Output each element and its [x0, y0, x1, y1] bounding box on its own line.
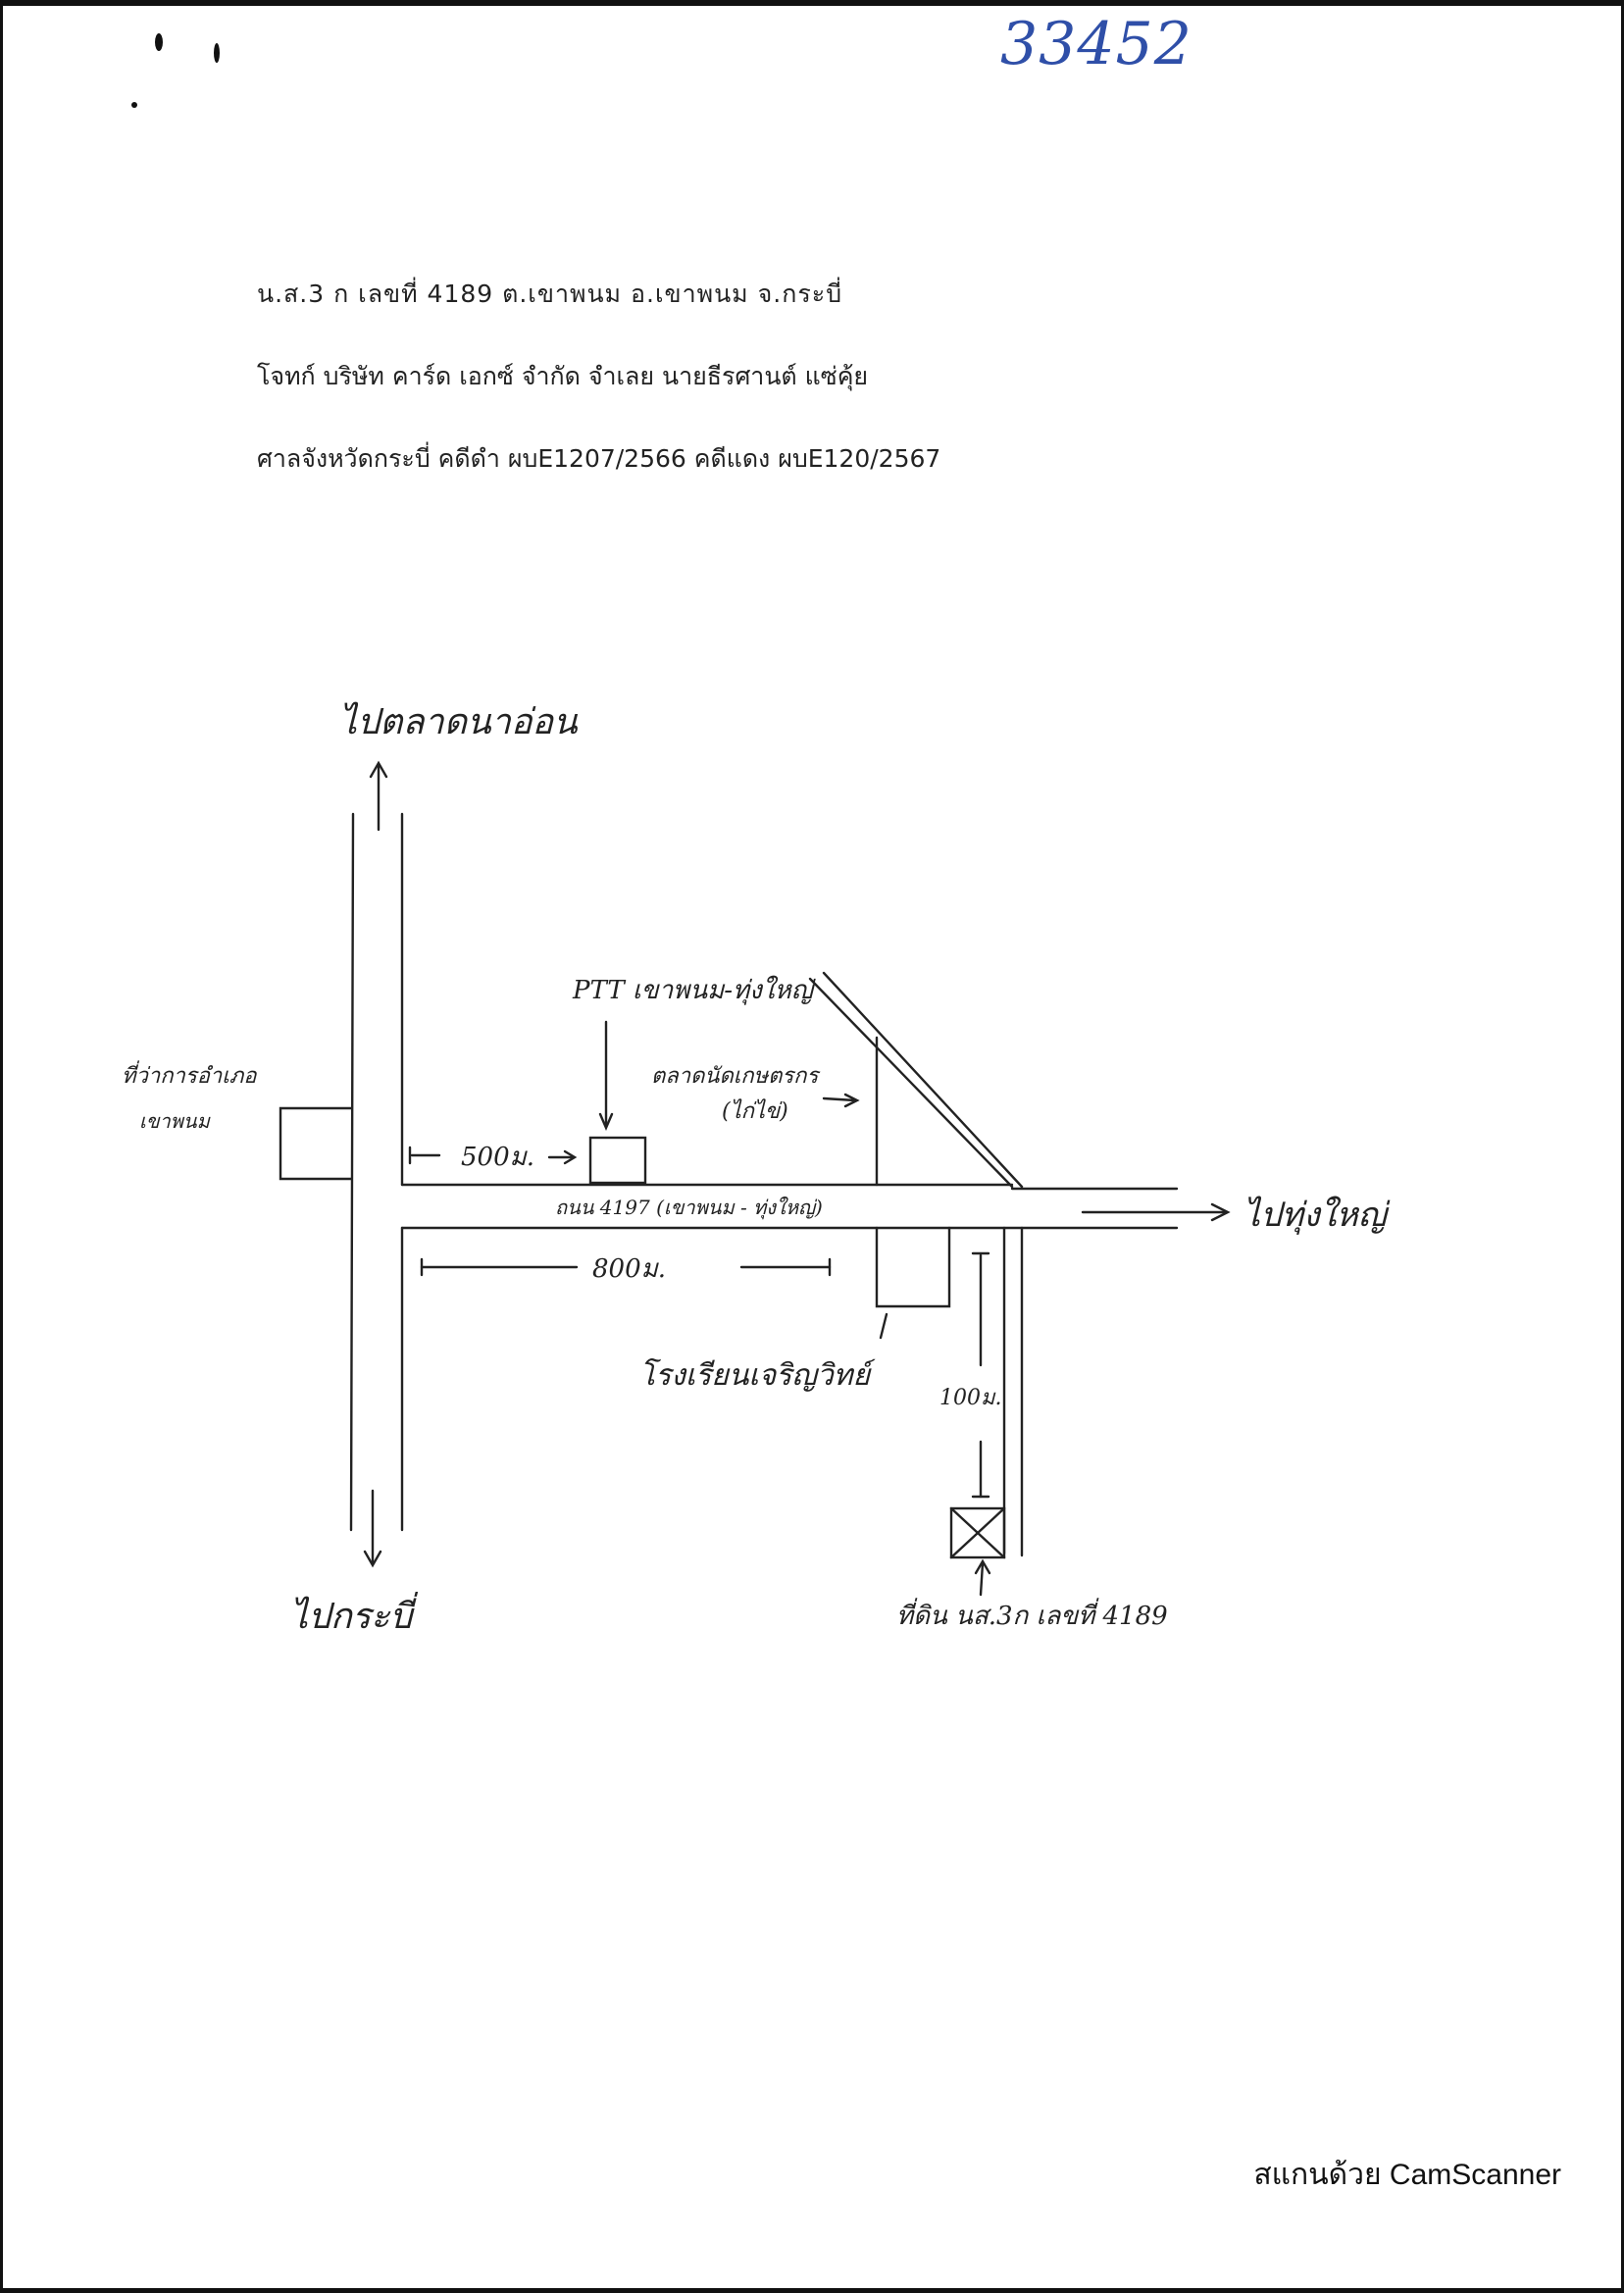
- school-pointer-arrow: [879, 1312, 888, 1340]
- label-to-north: ไปตลาดนาอ่อน: [339, 701, 579, 742]
- label-ptt-station: PTT เขาพนม-ทุ่งใหญ่: [572, 975, 816, 1005]
- diagonal-road-edge-1: [808, 977, 1014, 1189]
- main-road-left-edge: [349, 812, 355, 1532]
- label-to-krabi: ไปกระบี่: [290, 1591, 418, 1637]
- header-line-title-deed: น.ส.3 ก เลขที่ 4189 ต.เขาพนม อ.เขาพนม จ.…: [257, 280, 843, 308]
- label-to-thung-yai: ไปทุ่งใหญ่: [1243, 1196, 1391, 1235]
- label-property: ที่ดิน นส.3ก เลขที่ 4189: [896, 1598, 1168, 1631]
- scan-speck: [131, 102, 137, 108]
- label-market-sub: (ไก่ไข่): [722, 1098, 788, 1124]
- ptt-station-box: [588, 1136, 647, 1185]
- scan-speck: [214, 43, 220, 63]
- diagonal-road-edge-2: [822, 971, 1024, 1189]
- school-box: [875, 1226, 951, 1308]
- scanner-watermark: สแกนด้วย CamScanner: [1253, 2159, 1561, 2191]
- property-box: [949, 1506, 1006, 1559]
- label-district-office-sub: เขาพนม: [139, 1109, 212, 1133]
- label-distance-100m: 100ม.: [939, 1386, 1002, 1410]
- scan-speck: [155, 33, 163, 51]
- district-office-box: [279, 1106, 353, 1181]
- property-pointer-arrow: [979, 1561, 985, 1597]
- stamp-number: 33452: [1000, 10, 1193, 78]
- label-district-office: ที่ว่าการอำเภอ: [122, 1060, 257, 1089]
- label-school: โรงเรียนเจริญวิทย์: [639, 1357, 876, 1393]
- label-distance-800m: 800ม.: [592, 1254, 666, 1284]
- header-line-parties: โจทก์ บริษัท คาร์ด เอกซ์ จำกัด จำเลย นาย…: [257, 362, 869, 390]
- label-distance-500m: 500ม.: [461, 1143, 534, 1172]
- label-road-4197: ถนน 4197 (เขาพนม - ทุ่งใหญ่): [555, 1196, 823, 1220]
- label-market: ตลาดนัดเกษตรกร: [651, 1064, 822, 1089]
- header-line-court-case: ศาลจังหวัดกระบี่ คดีดำ ผบE1207/2566 คดีแ…: [257, 444, 941, 473]
